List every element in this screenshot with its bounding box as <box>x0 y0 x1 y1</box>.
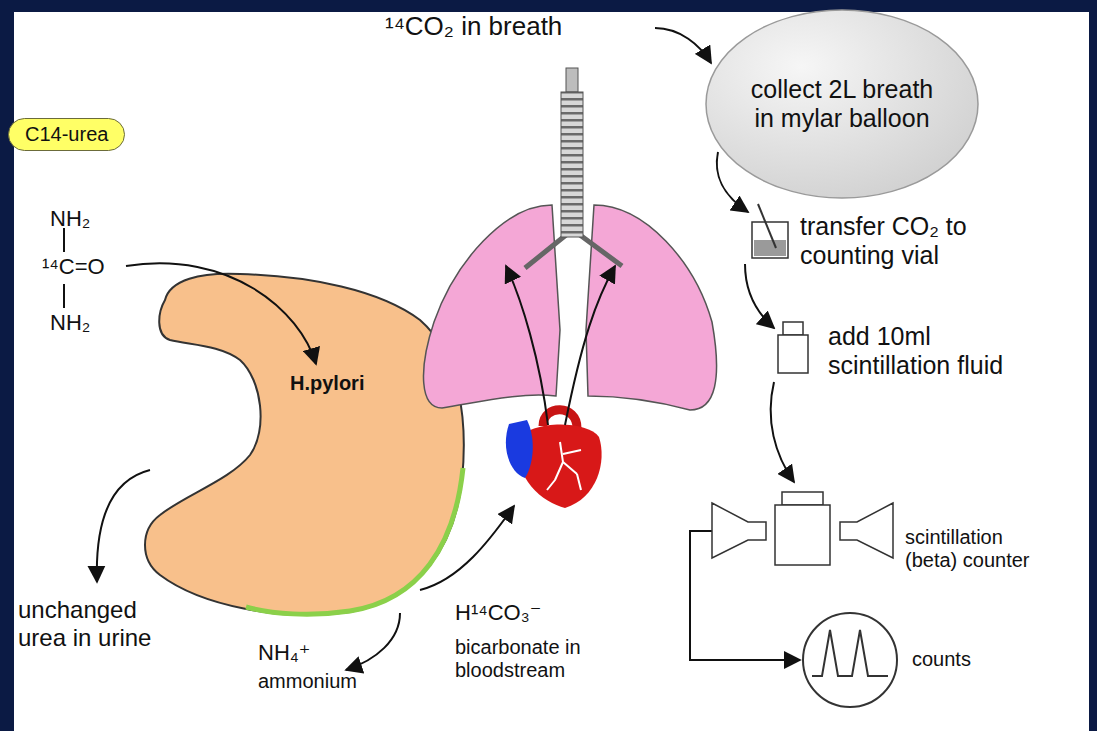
node-text: collect 2L breath in mylar balloon <box>750 75 935 133</box>
drawing-part <box>346 613 400 670</box>
step-label: add 10ml scintillation fluid <box>828 322 1006 380</box>
drawing-part <box>840 503 893 558</box>
outcome-label: bicarbonate in bloodstream <box>455 636 584 682</box>
drawing-part <box>782 492 823 505</box>
drawing-part <box>712 503 766 558</box>
bond-line <box>63 284 65 308</box>
step-label: transfer CO₂ to counting vial <box>800 212 971 270</box>
atom-label: ¹⁴C=O <box>42 254 105 279</box>
instrument-label: scintillation (beta) counter <box>905 526 1033 572</box>
balloon-shape <box>706 10 978 198</box>
drawing-part <box>754 240 786 256</box>
output-label: counts <box>912 648 971 671</box>
drawing-part <box>97 470 150 582</box>
drawing-part <box>775 505 830 565</box>
bottle-icon <box>778 322 808 373</box>
drawing-part <box>420 506 514 590</box>
drawing-part <box>778 335 808 373</box>
drawing-part <box>812 630 888 676</box>
atom-label: NH₂ <box>50 206 90 231</box>
drug-label-box: C14-urea <box>8 118 125 151</box>
breath-balloon: collect 2L breath in mylar balloon <box>704 8 980 200</box>
bronchi <box>525 235 622 268</box>
drawing-part <box>783 322 803 335</box>
trachea <box>561 92 583 237</box>
chemical-label: ammonium <box>258 670 357 693</box>
drawing-part <box>565 266 615 425</box>
drawing-part <box>547 442 581 490</box>
chemical-label: NH₄⁺ <box>258 640 310 665</box>
mouthpiece <box>566 68 578 92</box>
drawing-part <box>752 222 788 258</box>
drawing-part <box>506 420 533 478</box>
outcome-label: unchanged urea in urine <box>18 596 156 651</box>
drawing-part <box>771 382 794 482</box>
drawing-part <box>655 28 711 63</box>
drawing-part <box>758 204 776 248</box>
vial-icon <box>752 204 788 258</box>
counts-display <box>803 613 897 707</box>
stomach-lining <box>246 468 463 614</box>
drawing-part <box>745 264 774 328</box>
node-text: C14-urea <box>25 123 108 146</box>
bond-line <box>63 228 65 252</box>
heart-symbol <box>506 410 602 508</box>
drawing-part <box>506 266 548 425</box>
white-panel <box>14 12 1089 731</box>
drawing-part <box>126 263 316 364</box>
organism-label: H.pylori <box>290 372 364 395</box>
flow-arrows <box>97 28 800 670</box>
atom-label: NH₂ <box>50 310 90 335</box>
lung-right <box>586 205 717 410</box>
stomach-outline <box>145 274 464 615</box>
counter-symbol <box>712 492 893 565</box>
drawing-part <box>803 613 897 707</box>
chemical-label: H¹⁴CO₃⁻ <box>455 600 541 625</box>
step-label: ¹⁴CO₂ in breath <box>385 12 562 42</box>
